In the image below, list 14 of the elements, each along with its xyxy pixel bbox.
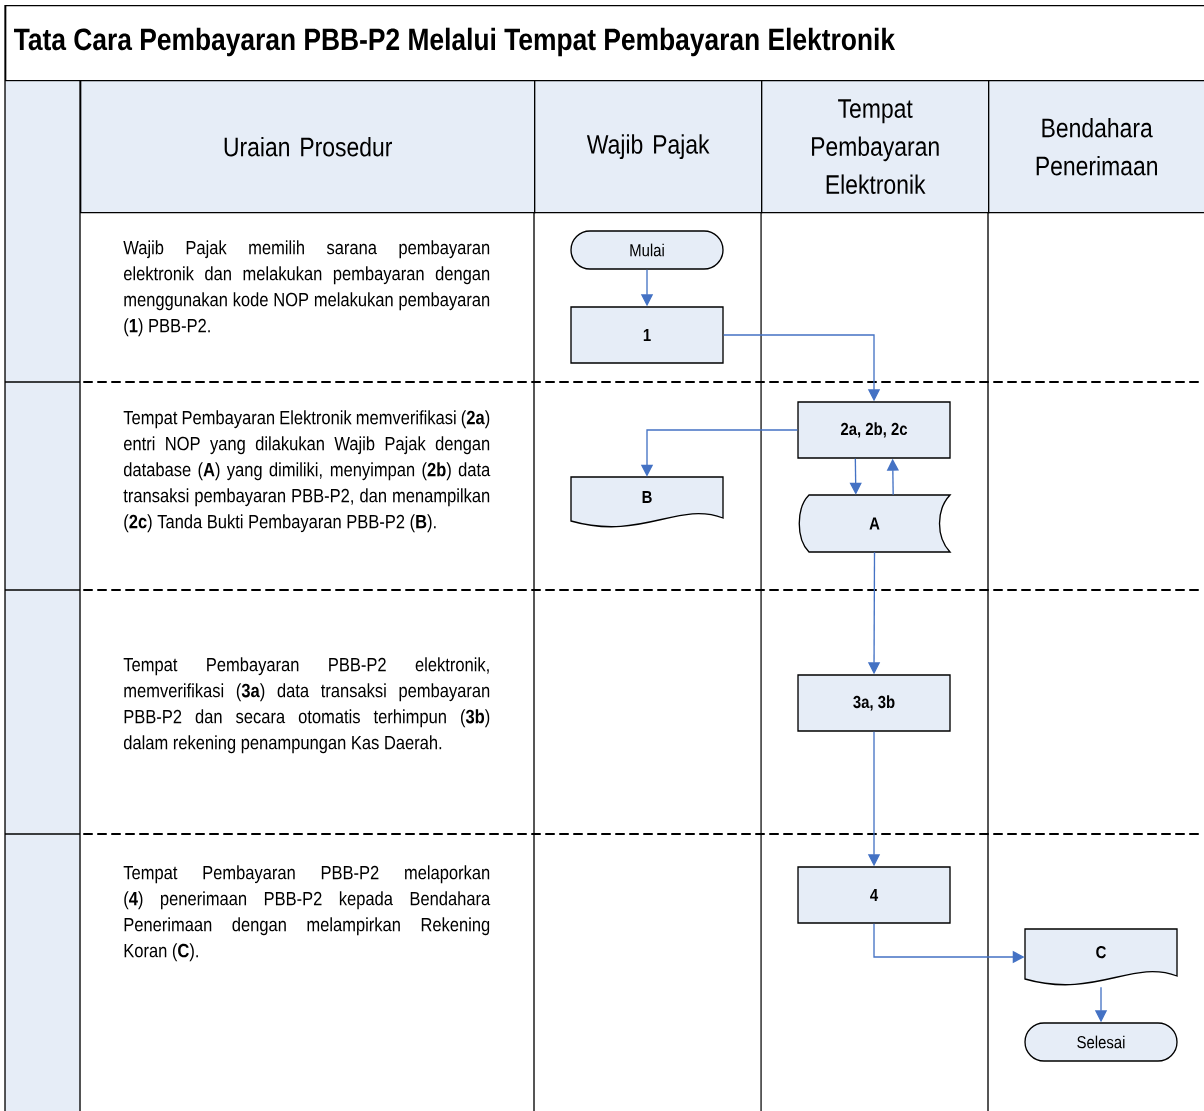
column-header: Wajib Pajak: [534, 80, 763, 214]
process-box: 3a, 3b: [797, 674, 951, 732]
terminator: Mulai: [570, 230, 724, 270]
process-box: 2a, 2b, 2c: [797, 401, 951, 459]
procedure-text: Tempat Pembayaran PBB-P2 melaporkan (4) penerimaan PBB-P2 kepada Bendahara Penerimaan dengan melampirkan Rekening Koran (C).: [123, 865, 491, 962]
column-header: Uraian Prosedur: [80, 80, 536, 214]
procedure-text: Tempat Pembayaran PBB-P2 elektronik, memverifikasi (3a) data transaksi pembayaran PBB-P2 dan secara otomatis terhimpun (3b) dalam rekening penampungan Kas Daerah.: [123, 657, 490, 754]
terminator: Selesai: [1024, 1022, 1178, 1062]
process-box: 1: [570, 306, 724, 364]
procedure-text: Tempat Pembayaran Elektronik memverifikasi (2a) entri NOP yang dilakukan Wajib Pajak dengan database (A) yang dimiliki, menyimpan (2b) data transaksi pembayaran PBB-P2, dan menampilkan (2c) Tanda Bukti Pembayaran PBB-P2 (B).: [123, 410, 491, 533]
process-box: 4: [797, 866, 951, 924]
column-header: Tempat Pembayaran Elektronik: [761, 80, 990, 214]
procedure-text: Wajib Pajak memilih sarana pembayaran elektronik dan melakukan pembayaran dengan menggunakan kode NOP melakukan pembayaran (1) PBB-P2.: [123, 240, 490, 337]
column-header: Bendahara Penerimaan: [988, 80, 1204, 214]
